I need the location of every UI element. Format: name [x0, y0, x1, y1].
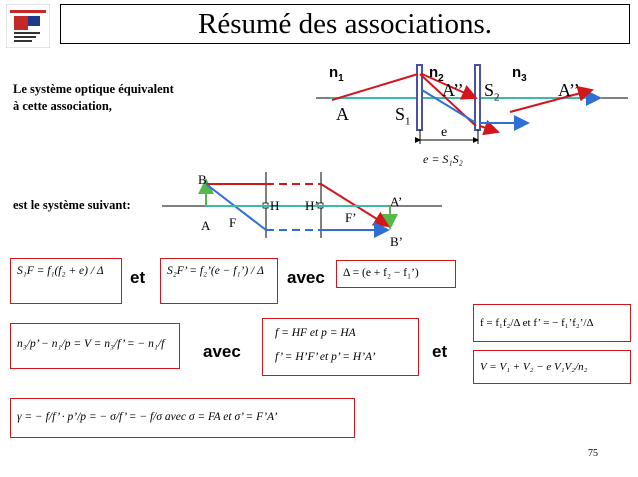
- formula-delta-box: Δ = (e + f₂ − f₁’): [336, 260, 456, 288]
- blue-ray-1: [421, 89, 477, 124]
- n3-label: n3: [512, 64, 527, 84]
- point-h-label: H: [270, 198, 280, 213]
- formula-v-box: V = V₁ + V₂ − e V₁V₂/n₂: [473, 350, 631, 384]
- formula-focal-box: f = f₁f₂/Δ et f’ = − f₁’f₂’/Δ: [473, 304, 631, 342]
- point-h-prime-label: H’: [305, 198, 319, 213]
- page-title: Résumé des associations.: [198, 7, 492, 40]
- equivalent-label-line1: Le système optique équivalent: [13, 82, 174, 96]
- formula-s2f-box: S₂F’ = f₂’(e − f₁’) / Δ: [160, 258, 278, 304]
- s2-label: S2: [484, 80, 500, 104]
- formula-s2f: S₂F’ = f₂’(e − f₁’) / Δ: [167, 265, 264, 277]
- formula-s1f: S₁F = f₁(f₂ + e) / Δ: [17, 265, 104, 277]
- formula-hf: f = HF et p = HA: [275, 327, 356, 339]
- point-b-prime-label: B’: [390, 234, 403, 249]
- n1-label: n1: [329, 64, 344, 84]
- formula-hpfp: f’ = H’F’ et p’ = H’A’: [275, 351, 376, 363]
- et-label-2: et: [432, 342, 448, 361]
- system-suivant-label: est le système suivant:: [13, 198, 131, 212]
- formula-delta: Δ = (e + f₂ − f₁’): [343, 267, 419, 279]
- association-diagram: [316, 64, 628, 144]
- point-a-prime-label: A’: [390, 194, 403, 209]
- n2-label: n2: [429, 64, 444, 84]
- red-ray-1: [331, 73, 419, 101]
- red-ray-5: [509, 85, 594, 113]
- avec-label-2: avec: [203, 342, 241, 361]
- title-box: Résumé des associations.: [60, 4, 630, 44]
- avec-label-1: avec: [287, 268, 325, 287]
- formula-s1f-box: S₁F = f₁(f₂ + e) / Δ: [10, 258, 122, 304]
- point-a-double-prime-2: A’’: [558, 80, 580, 100]
- formula-vergence-box: n₃/p’ − n₁/p = V = n₃/f’ = − n₁/f: [10, 323, 180, 369]
- formula-hf-box: f = HF et p = HA f’ = H’F’ et p’ = H’A’: [262, 318, 419, 376]
- formula-gamma: γ = − f/f’ · p’/p = − σ/f’ = − f/σ avec …: [17, 411, 278, 423]
- point-a-label-2: A: [201, 218, 211, 233]
- point-a-label: A: [336, 104, 349, 124]
- point-b-label: B: [198, 172, 207, 187]
- formula-gamma-box: γ = − f/f’ · p’/p = − σ/f’ = − f/σ avec …: [10, 398, 355, 438]
- formula-vergence: n₃/p’ − n₁/p = V = n₃/f’ = − n₁/f: [17, 338, 165, 350]
- e-label: e: [441, 125, 448, 140]
- e-formula: e = S₁S₂: [423, 152, 463, 166]
- point-a-double-prime-1: A’’: [442, 80, 464, 100]
- red-ray-4: [421, 73, 478, 100]
- equivalent-label-line2: à cette association,: [13, 99, 112, 113]
- university-logo: [5, 3, 51, 49]
- s1-label: S1: [395, 104, 411, 128]
- page-number: 75: [588, 448, 598, 459]
- et-label-1: et: [130, 268, 146, 287]
- focal-f-prime-label: F’: [345, 210, 357, 225]
- focal-f-label: F: [229, 215, 237, 230]
- red-ray-3: [479, 119, 500, 136]
- formula-v: V = V₁ + V₂ − e V₁V₂/n₂: [480, 361, 588, 373]
- formula-focal: f = f₁f₂/Δ et f’ = − f₁’f₂’/Δ: [480, 317, 594, 329]
- equivalent-diagram: [162, 172, 442, 238]
